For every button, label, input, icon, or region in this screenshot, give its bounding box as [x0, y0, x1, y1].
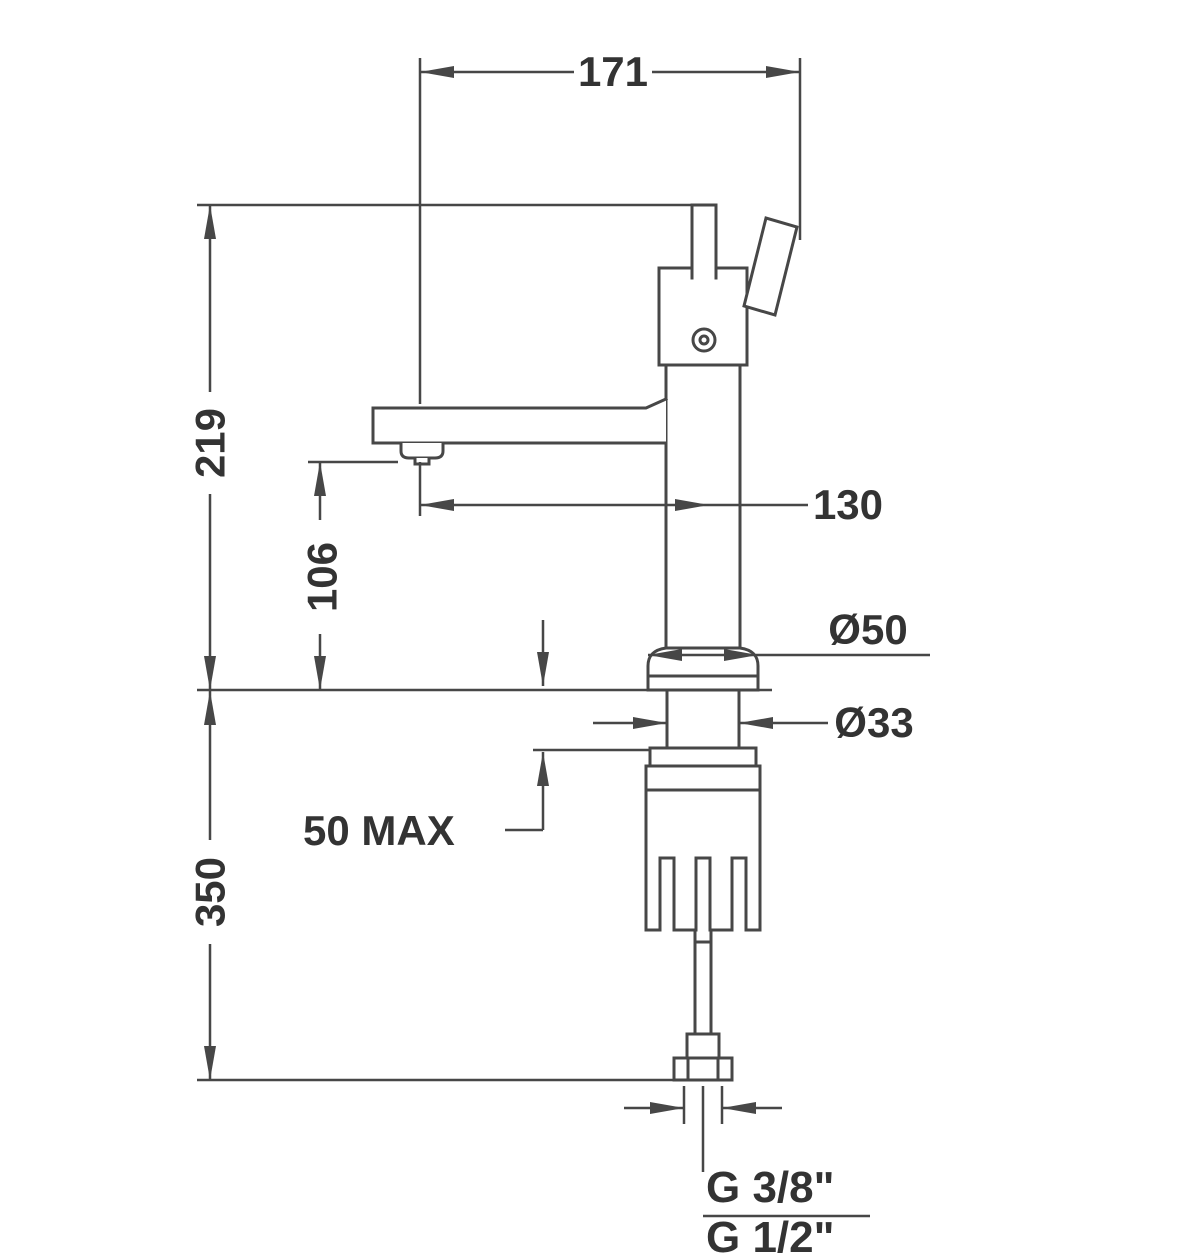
dim-overall-depth-label: 171 [578, 48, 648, 95]
spout [371, 397, 668, 445]
faucet-body-column [664, 363, 742, 650]
dim-spout-outlet-height-label: 106 [299, 542, 346, 612]
dim-height-below-deck-label: 350 [187, 857, 234, 927]
dim-spout-reach-label: 130 [813, 481, 883, 528]
dim-body-diameter-label: Ø50 [828, 606, 907, 653]
handle-grip [742, 216, 799, 317]
mounting-nut [644, 764, 762, 932]
mounting-washer [648, 746, 758, 768]
dim-thread-bottom-label: G 1/2" [706, 1213, 834, 1260]
aerator [399, 441, 445, 460]
faucet-outline [371, 203, 799, 1082]
dim-shank-diameter-label: Ø33 [834, 699, 913, 746]
dimension-lines [197, 58, 930, 1218]
tube-collar [685, 1032, 721, 1060]
dim-deck-thickness-max-label: 50 MAX [303, 807, 455, 854]
handle-screw-center-icon [698, 334, 710, 346]
tube-end-nut [672, 1056, 734, 1082]
handle-stem [690, 203, 718, 280]
dimension-labels: 171 219 106 130 Ø50 Ø33 50 MAX 350 G 3/8… [187, 48, 914, 1260]
dim-height-above-deck-label: 219 [187, 408, 234, 478]
dim-thread-top-label: G 3/8" [706, 1163, 834, 1212]
aerator-nub [413, 456, 431, 466]
